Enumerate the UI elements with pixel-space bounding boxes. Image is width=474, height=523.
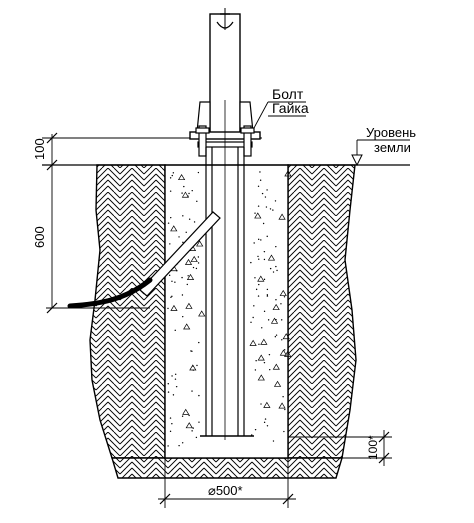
- ground-level-label-1: Уровень: [366, 125, 416, 140]
- anchor-rods: [205, 147, 245, 436]
- dim-top-offset: 100: [32, 138, 47, 160]
- dim-bottom-thickness: 100*: [366, 435, 380, 460]
- nut-label: Гайка: [272, 100, 309, 116]
- anchor-bolts: [195, 125, 255, 157]
- soil-right: [287, 164, 357, 459]
- cable-conduit: [139, 211, 221, 297]
- cable: [67, 277, 153, 309]
- dim-cable-depth: 600: [32, 226, 47, 248]
- dim-pit-diameter: ⌀500*: [208, 483, 243, 498]
- bolt-label: Болт: [272, 86, 304, 102]
- soil-bottom: [111, 457, 343, 479]
- ground-level-marker: [351, 154, 363, 167]
- ground-level-label-2: земли: [374, 140, 411, 155]
- soil-left: [89, 164, 166, 459]
- concrete-aggregate: [167, 170, 292, 447]
